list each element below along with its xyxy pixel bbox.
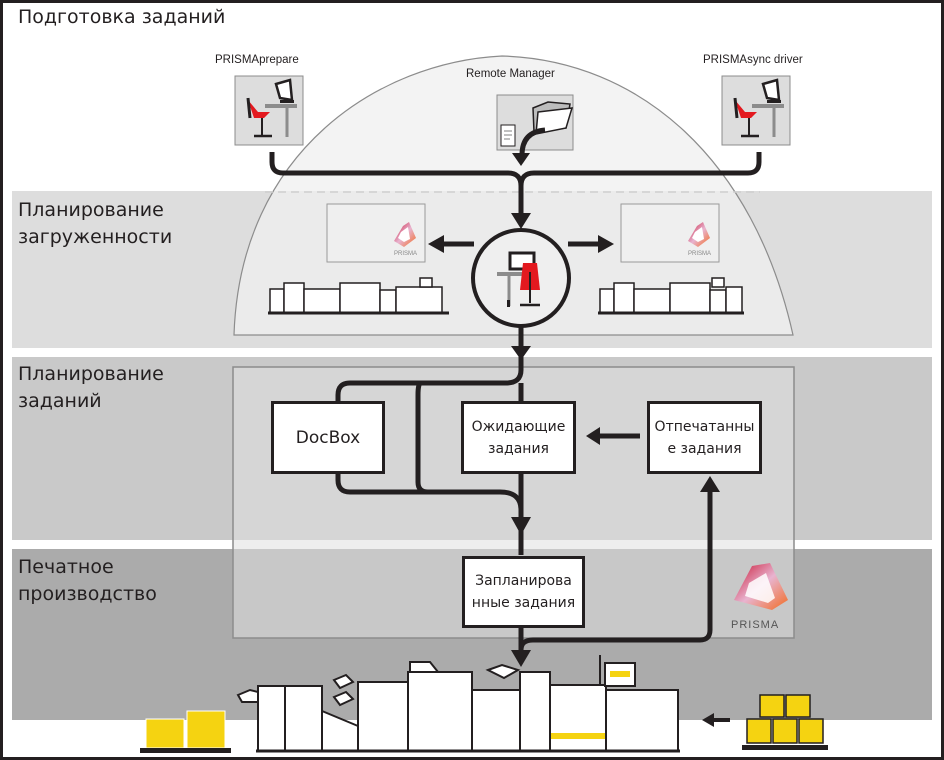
arrow-head [586, 427, 600, 445]
document-icon [500, 124, 516, 147]
remote-dome [233, 55, 794, 336]
docbox-label: DocBox [295, 427, 361, 448]
prisma-logo-large-icon [734, 563, 788, 610]
folder-icon [532, 101, 574, 135]
prismasync-driver-icon-box [721, 75, 791, 146]
prisma-logo-text-large: PRISMA [731, 619, 780, 631]
printer-small-right [598, 277, 744, 315]
label-prismaprepare: PRISMAprepare [215, 54, 299, 66]
scheduled-jobs-box: Запланирова нные задания [462, 556, 585, 628]
workstation-icon [733, 78, 784, 138]
prisma-logo-text-left: PRISMA [394, 251, 418, 257]
printer-screen [610, 671, 630, 677]
prismaprepare-icon-box [234, 75, 304, 146]
arrow-head [700, 476, 720, 492]
arrow-head [511, 346, 531, 360]
screen-right [620, 203, 720, 263]
docbox-box: DocBox [271, 401, 385, 474]
input-paper-boxes [742, 694, 828, 750]
arrow-head [428, 235, 444, 253]
label-remote-manager: Remote Manager [466, 68, 555, 80]
printed-jobs-label: Отпечатанны е задания [654, 418, 755, 457]
flow-to-docbox [335, 362, 524, 402]
flow-prismasync [518, 152, 762, 187]
printer-small-left [268, 277, 449, 315]
output-paper-stacks [140, 710, 231, 753]
waiting-jobs-box: Ожидающие задания [461, 401, 576, 474]
flow-printer-to-printed [518, 490, 713, 651]
arrow-head [702, 713, 714, 727]
printer-paper-tray [551, 733, 605, 739]
remote-manager-icon-box [496, 94, 574, 151]
band-title-job-preparation: Подготовка заданий [18, 6, 226, 28]
workstation-icon [246, 78, 297, 138]
waiting-jobs-label: Ожидающие задания [471, 418, 566, 457]
arrow-head [511, 650, 531, 667]
flow-prismaprepare [269, 152, 524, 187]
arrow-head [511, 213, 531, 229]
operator-workstation-icon [497, 251, 540, 307]
screen-left [326, 203, 426, 263]
scheduled-jobs-label: Запланирова нные задания [471, 573, 576, 611]
band-title-job-planning: Планирование заданий [18, 363, 164, 412]
operator-circle [471, 228, 571, 328]
band-title-load-planning: Планирование загруженности [18, 199, 173, 248]
label-prismasync-driver: PRISMAsync driver [703, 54, 803, 66]
prisma-logo-text-right: PRISMA [688, 251, 712, 257]
arrow-head [598, 235, 614, 253]
production-printer [236, 655, 680, 753]
band-title-print-production: Печатное производство [18, 556, 157, 605]
printed-jobs-box: Отпечатанны е задания [647, 401, 762, 474]
arrow-head [511, 517, 531, 535]
arrow-head [512, 153, 530, 166]
flow-remote-manager [519, 127, 546, 156]
